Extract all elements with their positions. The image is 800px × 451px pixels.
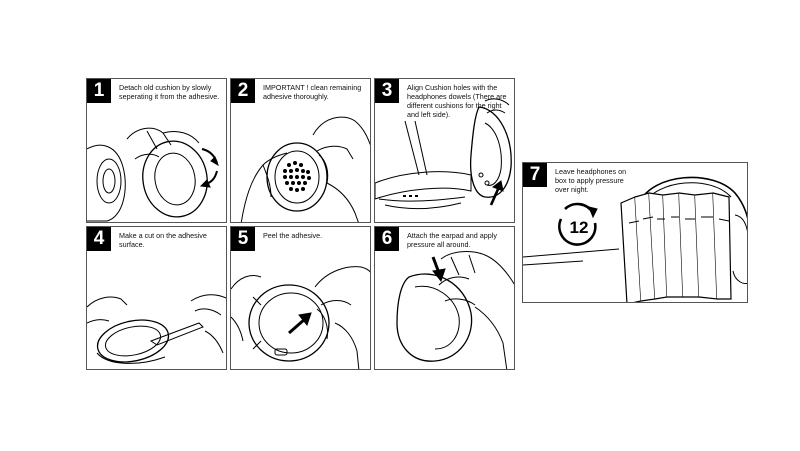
step-2-illustration (231, 79, 371, 223)
step-6-number: 6 (375, 227, 399, 251)
step-6-illustration (375, 227, 515, 370)
step-4-panel: 4 Make a cut on the adhesive surface. (86, 226, 227, 370)
step-7-number: 7 (523, 163, 547, 187)
step-1-text: Detach old cushion by slowly seperating … (119, 83, 220, 101)
step-2-text: IMPORTANT ! clean remaining adhesive tho… (263, 83, 362, 101)
step-5-panel: 5 Peel the adhesive. (230, 226, 371, 370)
step-3-text: Align Cushion holes with the headphones … (407, 83, 507, 119)
step-2-number: 2 (231, 79, 255, 103)
step-7-panel: 7 Leave headphones on box to apply press… (522, 162, 748, 303)
step-6-text: Attach the earpad and apply pressure all… (407, 231, 497, 249)
step-3-illustration (375, 79, 515, 223)
step-1-illustration (87, 79, 227, 223)
step-5-illustration (231, 227, 371, 370)
step-7-illustration (523, 163, 748, 302)
step-5-text: Peel the adhesive. (263, 231, 323, 240)
step-7-text: Leave headphones on box to apply pressur… (555, 167, 627, 194)
step-2-panel: 2 IMPORTANT ! clean remaining adhesive t… (230, 78, 371, 223)
step-3-panel: 3 Align Cushion holes with the headphone… (374, 78, 515, 223)
timer-label: 12 (569, 218, 589, 237)
step-5-number: 5 (231, 227, 255, 251)
step-4-text: Make a cut on the adhesive surface. (119, 231, 207, 249)
clock-icon (559, 204, 597, 245)
step-1-panel: 1 Detach old cushion by slowly seperatin… (86, 78, 227, 223)
step-3-number: 3 (375, 79, 399, 103)
step-4-illustration (87, 227, 227, 370)
step-6-panel: 6 Attach the earpad and apply pressure a… (374, 226, 515, 370)
step-4-number: 4 (87, 227, 111, 251)
step-1-number: 1 (87, 79, 111, 103)
